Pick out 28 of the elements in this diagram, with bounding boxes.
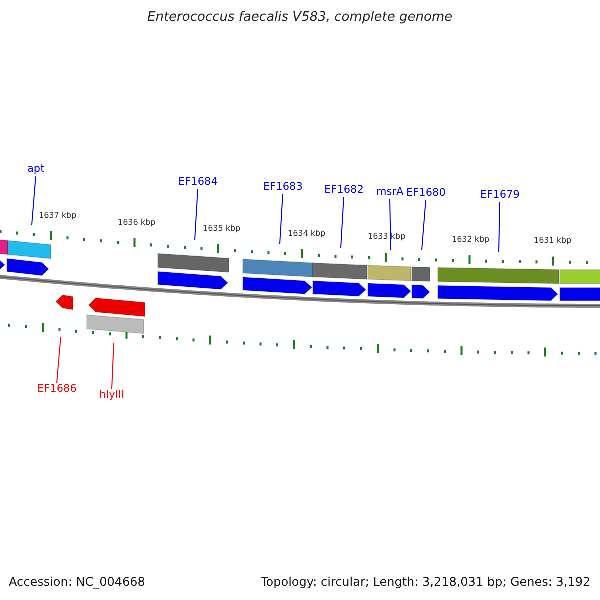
genome-stats-text: Topology: circular; Length: 3,218,031 bp; Genes: 3,192: [261, 576, 591, 588]
leader-line: [498, 202, 500, 252]
leader-line: [32, 176, 36, 226]
leader-line: [194, 188, 198, 240]
scale-label: 1631 kbp: [534, 237, 572, 245]
gene-label: EF1683: [264, 182, 303, 192]
leader-line: [340, 196, 344, 248]
gene-label: msrA: [376, 187, 404, 198]
leader-line: [422, 200, 426, 250]
gene-label: EF1679: [480, 190, 520, 200]
accession-text: Accession: NC_004668: [9, 576, 146, 588]
title: Enterococcus faecalis V583, complete genome: [148, 11, 453, 24]
leader-line: [56, 336, 62, 384]
gene-label: EF1686: [38, 384, 77, 394]
scale-label: 1633 kbp: [368, 233, 406, 241]
scale-label: 1637 kbp: [39, 212, 77, 220]
gene-label: EF1682: [324, 185, 364, 196]
gene-label: EF1684: [178, 177, 218, 188]
scale-label: 1634 kbp: [288, 230, 326, 238]
leader-line: [280, 194, 284, 244]
gene-label: hlyIII: [100, 390, 125, 400]
leader-line: [390, 198, 392, 250]
leader-line: [112, 342, 114, 390]
scale-label: 1635 kbp: [203, 225, 241, 233]
gene-label: EF1680: [406, 188, 446, 198]
scale-label: 1636 kbp: [118, 219, 156, 227]
scale-label: 1632 kbp: [452, 236, 490, 244]
gene-label: apt: [28, 164, 45, 174]
